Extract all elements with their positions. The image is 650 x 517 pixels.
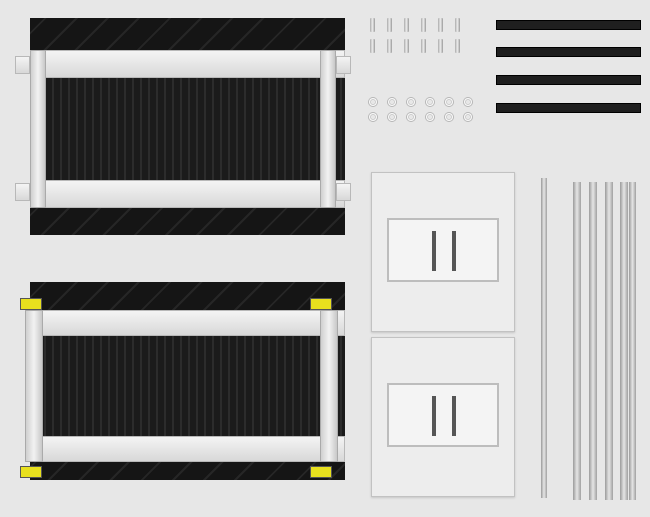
washer bbox=[425, 112, 435, 122]
mounting-plate bbox=[371, 172, 515, 332]
washer bbox=[387, 97, 397, 107]
mounting-plate bbox=[371, 337, 515, 497]
screws bbox=[370, 18, 470, 54]
cross-frame bbox=[30, 180, 345, 208]
bracket bbox=[336, 56, 351, 74]
washer bbox=[463, 112, 473, 122]
screw bbox=[421, 39, 426, 53]
yellow-clip bbox=[310, 298, 332, 310]
washer bbox=[406, 112, 416, 122]
side-rail bbox=[496, 75, 641, 85]
washer bbox=[444, 97, 454, 107]
plate-slot bbox=[432, 396, 436, 436]
cross-frame bbox=[30, 310, 345, 336]
bracket bbox=[15, 56, 30, 74]
screw bbox=[421, 18, 426, 32]
conveyor-module-bottom bbox=[20, 282, 345, 480]
side-rail bbox=[496, 47, 641, 57]
plate-slot bbox=[452, 231, 456, 271]
screw bbox=[455, 39, 460, 53]
screw bbox=[404, 18, 409, 32]
cross-frame bbox=[30, 50, 345, 78]
side-rail bbox=[496, 20, 641, 30]
screw bbox=[387, 39, 392, 53]
plate-slot bbox=[452, 396, 456, 436]
rod bbox=[605, 182, 613, 500]
screw bbox=[370, 18, 375, 32]
bracket bbox=[15, 183, 30, 201]
side-frame bbox=[30, 50, 46, 208]
conveyor-module-top bbox=[15, 18, 351, 235]
belt-cleats-top bbox=[30, 282, 345, 312]
washer bbox=[444, 112, 454, 122]
side-frame bbox=[320, 310, 338, 462]
screw bbox=[438, 39, 443, 53]
side-frame bbox=[25, 310, 43, 462]
rod bbox=[620, 182, 628, 500]
screw bbox=[387, 18, 392, 32]
yellow-clip bbox=[310, 466, 332, 478]
bracket bbox=[336, 183, 351, 201]
screw bbox=[404, 39, 409, 53]
screw bbox=[455, 18, 460, 32]
yellow-clip bbox=[20, 298, 42, 310]
yellow-clip bbox=[20, 466, 42, 478]
plate-window bbox=[387, 218, 499, 282]
washer bbox=[368, 112, 378, 122]
washers bbox=[368, 97, 473, 122]
washer bbox=[463, 97, 473, 107]
rod bbox=[573, 182, 581, 500]
side-frame bbox=[320, 50, 336, 208]
plate-window bbox=[387, 383, 499, 447]
side-rail bbox=[496, 103, 641, 113]
rod bbox=[589, 182, 597, 500]
plate-slot bbox=[432, 231, 436, 271]
washer bbox=[406, 97, 416, 107]
rod bbox=[629, 182, 636, 500]
washer bbox=[387, 112, 397, 122]
screw bbox=[438, 18, 443, 32]
threaded-rod bbox=[541, 178, 547, 498]
belt-cleats-top bbox=[30, 18, 345, 53]
screw bbox=[370, 39, 375, 53]
cross-frame bbox=[30, 436, 345, 462]
washer bbox=[425, 97, 435, 107]
washer bbox=[368, 97, 378, 107]
